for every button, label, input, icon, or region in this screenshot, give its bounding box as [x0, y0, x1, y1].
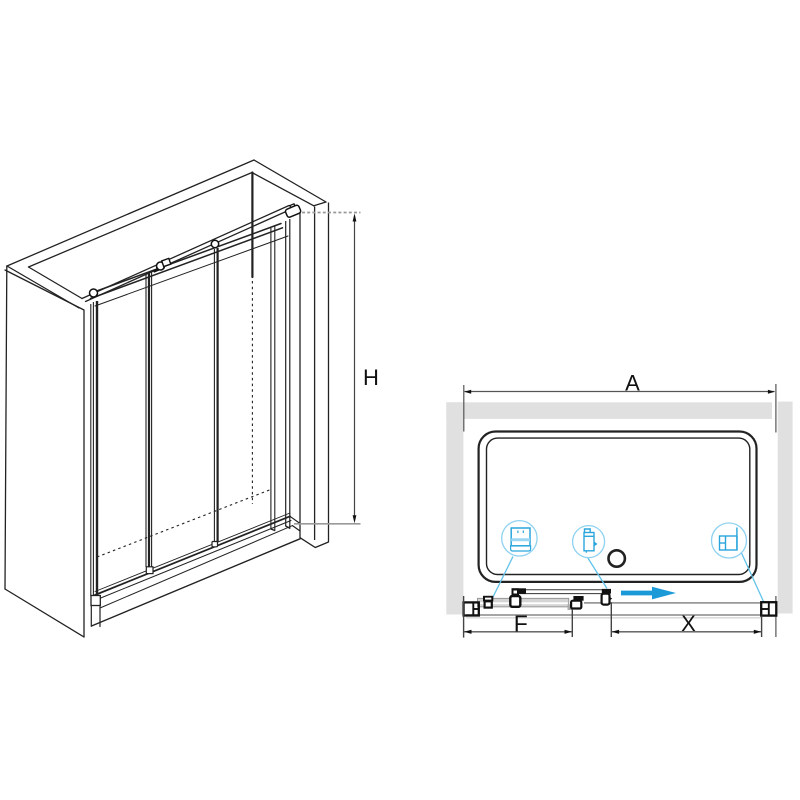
svg-text:A: A [625, 370, 640, 395]
svg-text:H: H [363, 365, 379, 390]
svg-text:F: F [514, 610, 528, 636]
svg-text:X: X [681, 611, 696, 636]
